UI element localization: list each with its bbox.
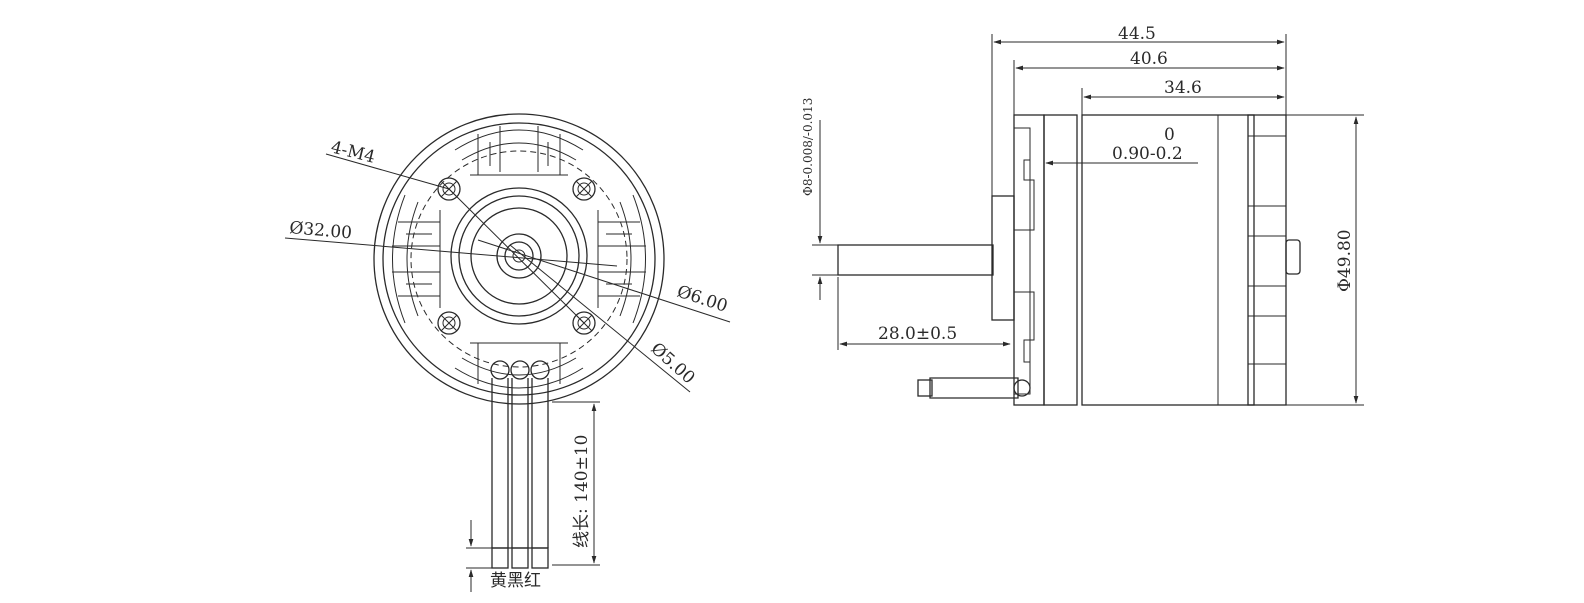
- wire-length-label: 线长: 140±10: [572, 435, 592, 548]
- cable-grommet: [1013, 379, 1031, 397]
- hub-outer: [450, 187, 588, 325]
- holes-label: 4-M4: [329, 137, 377, 167]
- hub-ring-inner: [470, 207, 568, 305]
- bottom-slots: [454, 342, 584, 389]
- side-view: 44.5 40.6 34.6 0 0.90-0.2 Φ8-0.008/-0.01…: [801, 24, 1364, 406]
- outer-ring-inner: [382, 122, 656, 396]
- rear-bump: [1285, 239, 1301, 275]
- left-slots: [392, 194, 441, 324]
- wire-terminals: [490, 360, 550, 569]
- body-length-label: 40.6: [1130, 49, 1168, 69]
- hub-ring: [458, 195, 580, 317]
- mounting-hole-bl: [437, 311, 461, 335]
- cable-outlet: [929, 377, 1019, 399]
- shaft-core: [512, 249, 526, 263]
- plate-details-top: [1014, 127, 1035, 231]
- shaft-diameter-b-leader: [509, 244, 691, 393]
- top-slots: [454, 126, 584, 176]
- shaft-length-label: 28.0±0.5: [878, 324, 957, 344]
- shaft-diameter-b-label: Ø5.00: [647, 339, 699, 389]
- outer-diameter-leader: [284, 237, 618, 267]
- shaft-circle: [504, 241, 534, 271]
- can-length-label: 34.6: [1164, 78, 1202, 98]
- gap-ring: [1043, 114, 1078, 406]
- right-slots: [597, 194, 646, 324]
- mounting-hole-tr: [572, 177, 596, 201]
- wire-colors-label: 黄黑红: [490, 571, 541, 591]
- body-diameter-label: Φ49.80: [1335, 229, 1355, 292]
- shaft: [837, 244, 994, 276]
- shaft-diameter-a-label: Ø6.00: [674, 282, 729, 317]
- front-view: 4-M4 Ø32.00 Ø6.00 Ø5.00 线长: 140±10 黄黑红: [284, 113, 731, 592]
- stator-dashed-circle: [410, 150, 628, 368]
- cable-stub: [917, 379, 933, 397]
- gap-tolerance-upper: 0: [1164, 125, 1175, 145]
- outer-ring: [373, 113, 665, 405]
- overall-length-label: 44.5: [1118, 24, 1156, 44]
- outer-diameter-label: Ø32.00: [289, 218, 353, 243]
- rear-cap-segments: [1248, 135, 1286, 365]
- rotor-can: [1081, 114, 1255, 406]
- shaft-tolerance-label: Φ8-0.008/-0.013: [801, 98, 815, 196]
- flange-boss: [991, 195, 1015, 321]
- holes-leader: [325, 153, 585, 324]
- gap-label: 0.90-0.2: [1112, 144, 1183, 164]
- plate-details-bottom: [1014, 291, 1035, 395]
- shaft-diameter-a-leader: [477, 239, 731, 323]
